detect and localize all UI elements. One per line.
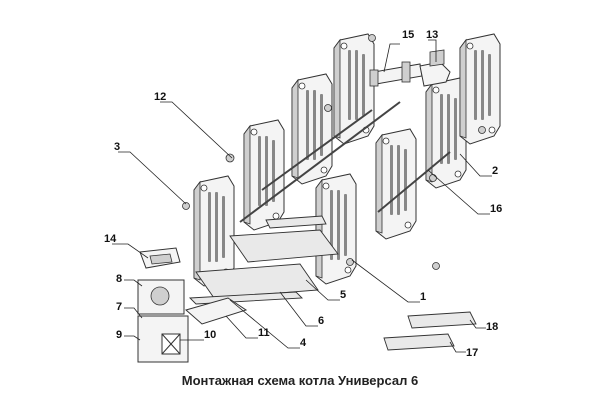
label-8: 8 [116, 273, 122, 285]
label-1: 1 [420, 291, 426, 303]
label-9: 9 [116, 329, 122, 341]
grate-18 [407, 311, 477, 329]
label-7: 7 [116, 301, 122, 313]
boiler-section-right-lower [375, 128, 417, 240]
flue-pipe-15 [369, 61, 423, 87]
plate-11 [184, 297, 248, 325]
label-12: 12 [154, 91, 166, 103]
label-17: 17 [466, 347, 478, 359]
connector-13 [419, 49, 451, 87]
label-6: 6 [318, 315, 324, 327]
label-18: 18 [486, 321, 498, 333]
label-4: 4 [300, 337, 307, 349]
nuts [182, 34, 486, 270]
leader-lines [112, 39, 492, 353]
label-10: 10 [204, 329, 216, 341]
diagram-caption: Монтажная схема котла Универсал 6 [181, 373, 419, 388]
grate-17 [383, 333, 455, 351]
door-assembly [137, 279, 189, 363]
label-16: 16 [490, 203, 502, 215]
label-14: 14 [104, 233, 117, 245]
label-5: 5 [340, 289, 346, 301]
boiler-section-rear [333, 33, 375, 145]
boiler-section-right-middle [315, 173, 357, 285]
label-13: 13 [426, 29, 438, 41]
tie-rods [239, 101, 451, 223]
label-15: 15 [402, 29, 414, 41]
label-3: 3 [114, 141, 120, 153]
grates [188, 215, 339, 305]
label-2: 2 [492, 165, 498, 177]
ash-pan-14 [139, 247, 181, 269]
label-11: 11 [258, 327, 270, 339]
